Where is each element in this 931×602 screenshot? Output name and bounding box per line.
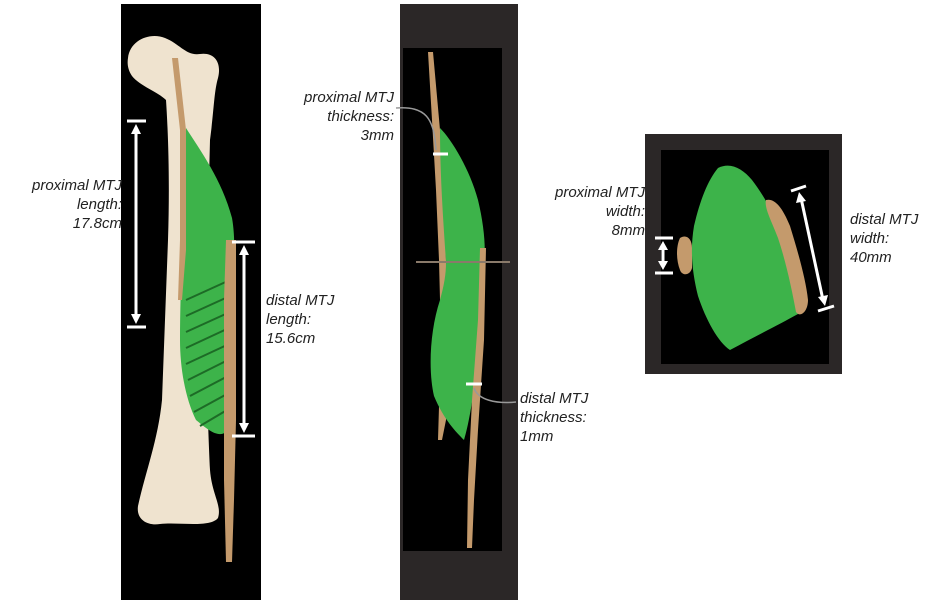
label-line: distal MTJ — [850, 210, 918, 229]
label-line: width: — [520, 202, 645, 221]
label-line: width: — [850, 229, 918, 248]
label-line: proximal MTJ — [520, 183, 645, 202]
proximal-width-label: proximal MTJ width: 8mm — [520, 183, 645, 240]
label-line: 40mm — [850, 248, 918, 267]
label-line: 8mm — [520, 221, 645, 240]
distal-width-label: distal MTJ width: 40mm — [850, 210, 918, 267]
